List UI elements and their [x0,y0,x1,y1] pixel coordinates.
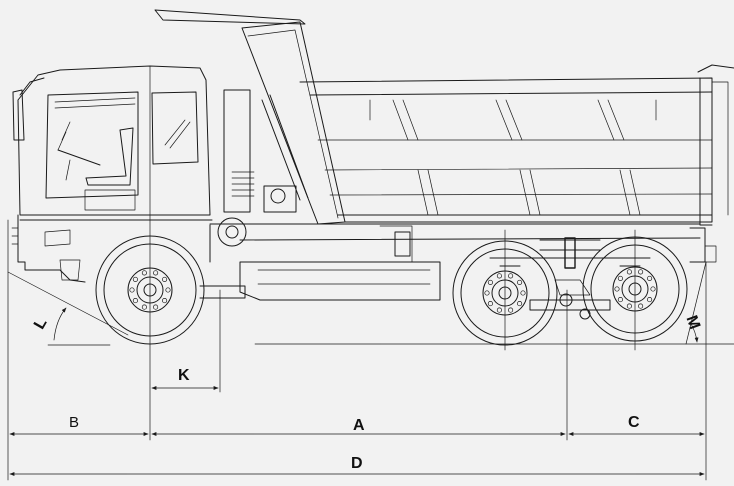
cab [11,65,213,283]
wheel-bolt [496,273,502,279]
wheel-bolt [484,290,490,296]
label-l: L [31,315,51,332]
wheel-bolt [508,273,514,279]
departure-angle-arrow [689,321,699,343]
dump-body [154,9,734,226]
label-b: B [69,414,79,431]
wheel-bolt [165,287,171,293]
wheel-bolt [638,303,644,309]
label-c: C [628,414,640,431]
wheel-bolt [647,297,653,303]
wheel-bolt [132,276,138,282]
wheel-bolt [617,275,623,281]
approach-angle-arrow [53,307,67,341]
dimension-lines [9,386,705,476]
wheel-bolt [626,269,632,275]
wheel-bolt [129,287,135,293]
wheel-bolt [162,276,168,282]
wheel-bolt [141,270,147,276]
wheel-bolt [487,279,493,285]
reference-lines [7,65,734,481]
label-k: K [178,367,190,384]
wheel-bolt [614,286,620,292]
wheel-bolt [496,307,502,313]
label-m: M [682,313,703,331]
wheel-bolt [487,301,493,307]
wheel-bolt [650,286,656,292]
wheel-bolt [153,304,159,310]
wheel-bolt [647,275,653,281]
chassis [199,89,717,320]
label-a: A [353,417,365,434]
wheel-bolt [638,269,644,275]
wheel-bolt [626,303,632,309]
wheel-bolt [153,270,159,276]
wheel-bolt [517,279,523,285]
wheel-bolt [162,298,168,304]
wheel-bolt [141,304,147,310]
wheel-bolt [508,307,514,313]
wheel-bolt [132,298,138,304]
wheel-bolt [617,297,623,303]
wheel-bolt [517,301,523,307]
label-d: D [351,455,363,472]
wheel-bolts [129,269,656,313]
wheel-bolt [520,290,526,296]
